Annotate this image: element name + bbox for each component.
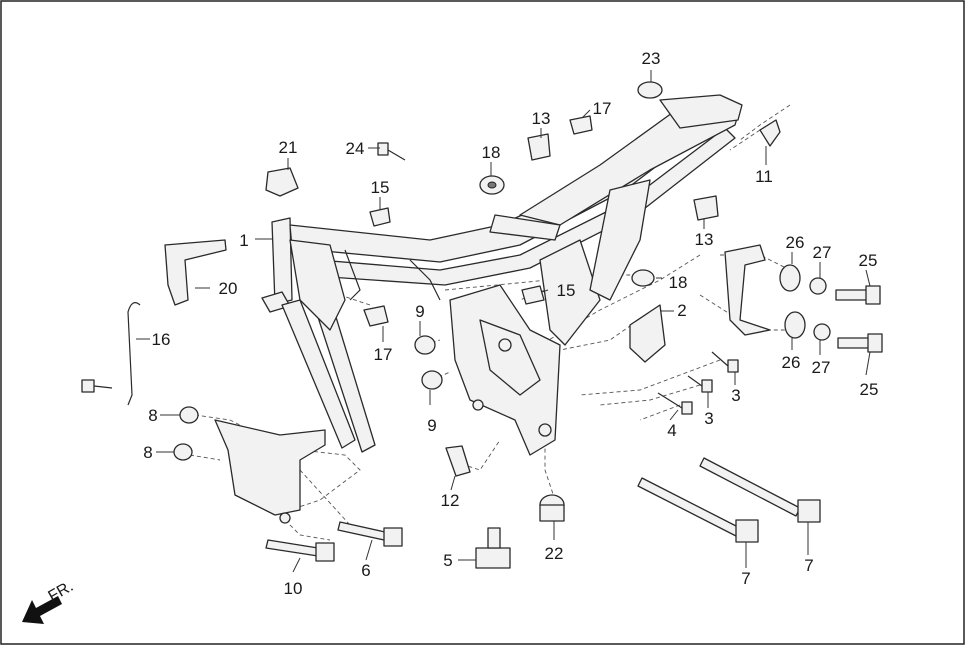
- callout-26a: 26: [786, 233, 805, 252]
- callout-6: 6: [361, 561, 370, 580]
- rubber-part-23: [637, 81, 663, 99]
- washer-part-27b: [813, 323, 831, 341]
- clip-part-21: [265, 167, 299, 197]
- callout-3a: 3: [731, 386, 740, 405]
- callout-11: 11: [755, 167, 773, 186]
- callout-27a: 27: [813, 243, 832, 262]
- bolt-part-10: [265, 539, 335, 562]
- rubber-mount-part-5: [475, 527, 511, 569]
- callout-9b: 9: [427, 416, 436, 435]
- long-bolt-part-7a: [637, 477, 759, 543]
- callout-26b: 26: [782, 353, 801, 372]
- callout-23: 23: [642, 49, 661, 68]
- bracket-part-20: [164, 239, 227, 306]
- collar-part-9b: [421, 370, 443, 390]
- washer-part-27a: [809, 277, 827, 295]
- callout-8a: 8: [148, 406, 157, 425]
- callout-27b: 27: [812, 358, 831, 377]
- bolt-part-25b: [837, 333, 883, 353]
- bolt-part-25a: [835, 285, 881, 305]
- callout-13b: 13: [695, 230, 714, 249]
- callout-7a: 7: [741, 569, 750, 588]
- grommet-part-18a-hole: [487, 181, 497, 189]
- callout-17b: 17: [593, 99, 612, 118]
- callout-numbers: 1 2 3 3 4 5 6 7 7 8 8 9 9 10 11 12 13 13…: [143, 49, 878, 598]
- callout-18a: 18: [482, 143, 501, 162]
- leader-lines: [136, 70, 871, 573]
- callout-15a: 15: [371, 178, 390, 197]
- callout-13a: 13: [532, 109, 551, 128]
- long-bolt-part-7b: [699, 457, 821, 523]
- callout-18b: 18: [669, 273, 688, 292]
- clip-part-15a: [369, 207, 391, 227]
- engine-mount-bracket: [214, 419, 326, 516]
- callout-9a: 9: [415, 302, 424, 321]
- bolt-part-3b: [687, 375, 713, 393]
- fitting-part-11: [759, 119, 781, 147]
- callout-25a: 25: [859, 251, 878, 270]
- front-arrow-icon: [22, 596, 62, 624]
- callout-5: 5: [443, 551, 452, 570]
- callout-16: 16: [152, 330, 171, 349]
- bracket-right: [724, 244, 771, 336]
- bushing-part-26b: [784, 311, 806, 339]
- bolt-part-4: [657, 392, 693, 415]
- collar-part-8b: [173, 443, 193, 461]
- callout-3b: 3: [704, 409, 713, 428]
- wire-hook-part-16: [127, 302, 141, 406]
- rubber-part-13b: [693, 195, 719, 221]
- callout-12: 12: [441, 491, 460, 510]
- plate-part-2: [629, 304, 666, 363]
- callout-1: 1: [239, 231, 248, 250]
- mount-bracket-boss: [279, 512, 291, 524]
- callout-15b: 15: [557, 281, 576, 300]
- main-frame: [261, 94, 743, 456]
- clip-part-17a: [363, 305, 389, 327]
- callout-22: 22: [545, 544, 564, 563]
- collar-part-12: [445, 445, 471, 477]
- bushing-part-26a: [779, 264, 801, 292]
- front-direction-indicator: FR.: [22, 578, 76, 624]
- callout-17a: 17: [374, 345, 393, 364]
- rubber-part-13a: [527, 133, 551, 161]
- bushing-part-22: [539, 494, 565, 522]
- callout-24: 24: [346, 139, 365, 158]
- callout-8b: 8: [143, 443, 152, 462]
- callout-20: 20: [219, 279, 238, 298]
- collar-part-9a: [414, 335, 436, 355]
- callout-7b: 7: [804, 556, 813, 575]
- callout-21: 21: [279, 138, 298, 157]
- clip-part-15b: [521, 285, 545, 305]
- callout-4: 4: [667, 421, 676, 440]
- collar-part-8a: [179, 406, 199, 424]
- callout-10: 10: [284, 579, 303, 598]
- bolt-part-24: [377, 142, 406, 161]
- grommet-part-18b: [631, 269, 655, 287]
- bolt-left: [81, 379, 113, 393]
- bolt-part-3a: [711, 351, 739, 373]
- bolt-part-6: [337, 521, 403, 547]
- clip-part-17b: [569, 115, 593, 135]
- callout-25b: 25: [860, 380, 879, 399]
- callout-2: 2: [677, 301, 686, 320]
